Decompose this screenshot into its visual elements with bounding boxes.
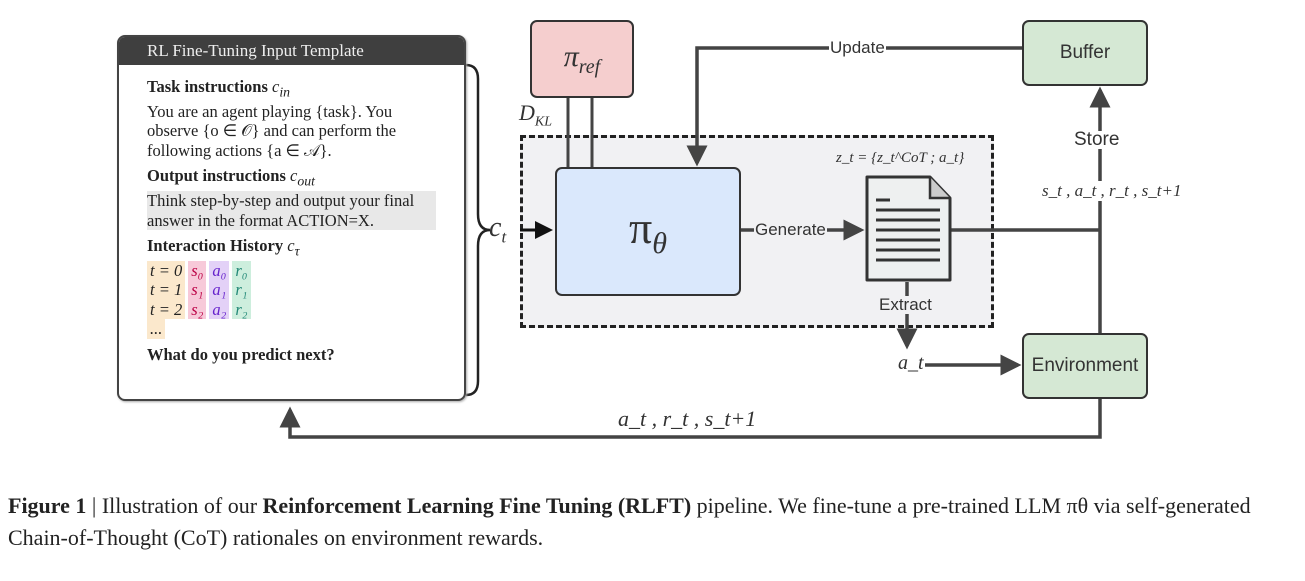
pi-ref-symbol: π [563,39,579,73]
figure-caption: Figure 1 | Illustration of our Reinforce… [8,490,1298,554]
environment-box: Environment [1022,333,1148,399]
s-cell: s₁ [188,280,207,300]
document-icon [865,175,952,282]
buffer-label: Buffer [1059,42,1111,63]
environment-label: Environment [1031,355,1139,376]
r-cell: r₀ [232,260,251,281]
caption-separator: | [86,493,102,518]
store-label: Store [1073,129,1121,150]
template-title: RL Fine-Tuning Input Template [119,37,464,65]
output-text: Think step-by-step and output your final… [147,191,436,231]
t-cell: t = 0 [147,260,186,281]
s-cell: s₂ [188,299,207,320]
output-heading: Output instructions [147,166,286,186]
task-text: You are an agent playing {task}. You obs… [147,101,397,160]
transition-label: s_t , a_t , r_t , s_t+1 [1042,181,1182,201]
a-cell: a₀ [209,260,230,281]
update-arrow [686,46,1022,167]
policy-box: πθ [555,167,741,296]
generate-label: Generate [754,220,827,239]
pi-ref-sub: ref [578,55,601,78]
feedback-label: a_t , r_t , s_t+1 [618,406,757,431]
s-cell: s₀ [188,260,207,281]
pi-theta-sub: θ [652,227,667,261]
update-label: Update [829,38,886,57]
caption-text-post: pipeline. We fine-tune a pre-trained LLM… [8,493,1251,550]
pi-theta-symbol: π [629,202,653,254]
history-heading: Interaction History [147,236,284,256]
caption-text-pre: Illustration of our [101,493,263,518]
history-symbol: c [287,236,295,256]
task-symbol: c [272,77,280,96]
ct-label: ct [489,212,507,247]
at-label: a_t [898,352,924,374]
output-symbol: c [290,166,298,186]
history-ellipsis: ... [147,319,166,339]
dkl-label: DKL [519,100,553,130]
output-sub: out [297,173,315,189]
caption-bold: Reinforcement Learning Fine Tuning (RLFT… [262,493,692,518]
input-template-card: RL Fine-Tuning Input Template Task instr… [117,35,466,401]
history-sub: τ [294,243,300,259]
feedback-arrow [279,398,1102,439]
task-heading: Task instructions [147,77,268,96]
extract-label: Extract [878,295,933,314]
zt-label: z_t = {z_t^CoT ; a_t} [836,150,965,166]
t-cell: t = 2 [147,299,186,320]
buffer-box: Buffer [1022,20,1148,86]
brace [465,63,491,397]
t-cell: t = 1 [147,280,186,300]
caption-figure-number: Figure 1 [8,493,87,518]
a-cell: a₁ [209,280,230,300]
r-cell: r₁ [232,280,251,300]
reference-policy-box: πref [530,20,634,98]
r-cell: r₂ [232,299,251,320]
a-cell: a₂ [209,299,230,320]
question: What do you predict next? [147,344,335,364]
task-sub: in [279,84,291,100]
